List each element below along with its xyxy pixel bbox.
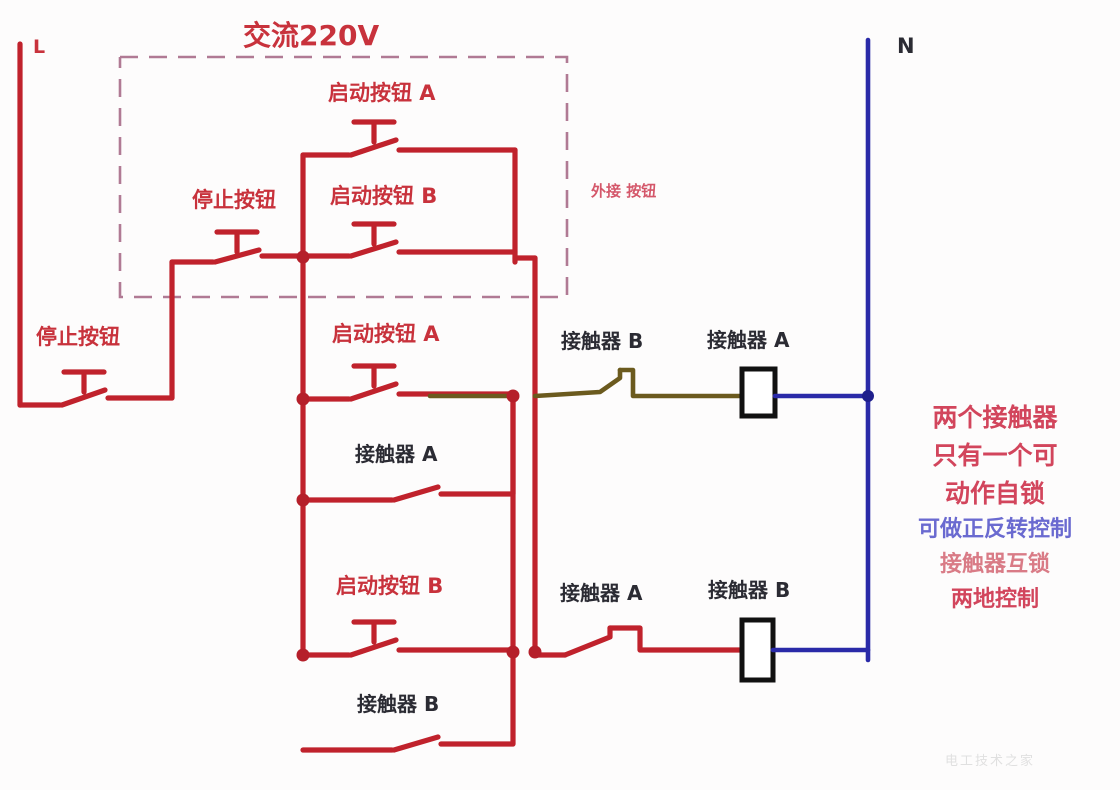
label-contactor-b-aux: 接触器 B [357,692,440,716]
junction-dot-start-a-mid [296,392,310,406]
junction-dot-bus-right-lower [506,645,520,659]
summary-annotation-block: 两个接触器只有一个可动作自锁可做正反转控制接触器互锁两地控制 [890,405,1100,624]
coil-box-contactor-b [739,617,776,683]
junction-dot-upper-bus [296,250,310,264]
annotation-line-6: 两地控制 [950,587,1039,612]
annotation-line-1: 两个接触器 [932,403,1058,432]
upper-interlock-wiring [427,367,745,399]
watermark-text: 电工技术之家 [945,754,1036,769]
neutral-wiring-blue [770,37,871,663]
junction-dots [296,250,874,662]
contact-contactor-b-interlock-blade [532,367,623,399]
label-start-button-b-low: 启动按钮 B [336,574,444,598]
contact-stop-outer-blade [59,387,108,408]
annotation-line-4: 可做正反转控制 [917,517,1072,542]
junction-dot-contactor-a-aux [296,493,310,507]
junction-dot-bus-right-upper [506,389,520,403]
live-wiring-red [17,41,745,753]
label-contactor-b-coil: 接触器 B [708,578,791,602]
label-external-button: 外接 按钮 [591,182,657,200]
label-start-button-a-top: 启动按钮 A [328,81,436,105]
contact-start-a-mid-blade [348,381,399,402]
label-stop-button-inner: 停止按钮 [192,188,276,212]
annotation-line-3: 动作自锁 [944,479,1045,508]
wire-stop-outer-out [105,259,175,401]
coil-box-contactor-a [739,366,778,419]
label-supply-live: L [33,36,46,58]
contactor-coils [739,366,778,683]
contact-start-b-low-blade [348,637,399,658]
label-stop-button-outer: 停止按钮 [36,325,120,349]
wire-interlock-upper-b [617,367,745,399]
junction-dot-external-lower [528,645,542,659]
contact-stop-inner-blade [212,247,262,265]
label-start-button-b-top: 启动按钮 B [330,184,438,208]
label-contactor-b-interlock: 接触器 B [561,329,644,353]
wire-contactor-a-interlock-out [607,625,745,653]
label-start-button-a-mid: 启动按钮 A [332,322,440,346]
label-contactor-a-aux: 接触器 A [355,442,438,466]
contact-contactor-b-aux-blade [391,734,441,753]
label-contactor-a-interlock: 接触器 A [560,581,643,605]
label-supply-neutral: N [897,34,915,58]
label-contactor-a-coil: 接触器 A [707,328,790,352]
supply-title: 交流220V [243,19,380,52]
contact-contactor-a-aux-blade [391,484,441,503]
contact-start-b-top-blade [348,239,399,259]
contact-start-a-top-blade [348,137,399,158]
wire-contactor-b-aux-out [438,652,516,747]
contact-contactor-a-interlock-blade [562,625,613,658]
wire-contactor-a-aux-out [438,396,516,497]
ac-supply-dashed-boundary [118,55,569,299]
annotation-line-2: 只有一个可 [932,441,1058,470]
annotation-line-5: 接触器互锁 [939,552,1050,577]
junction-dot-start-b-low [296,648,310,662]
junction-dot-neutral-a [862,390,874,402]
